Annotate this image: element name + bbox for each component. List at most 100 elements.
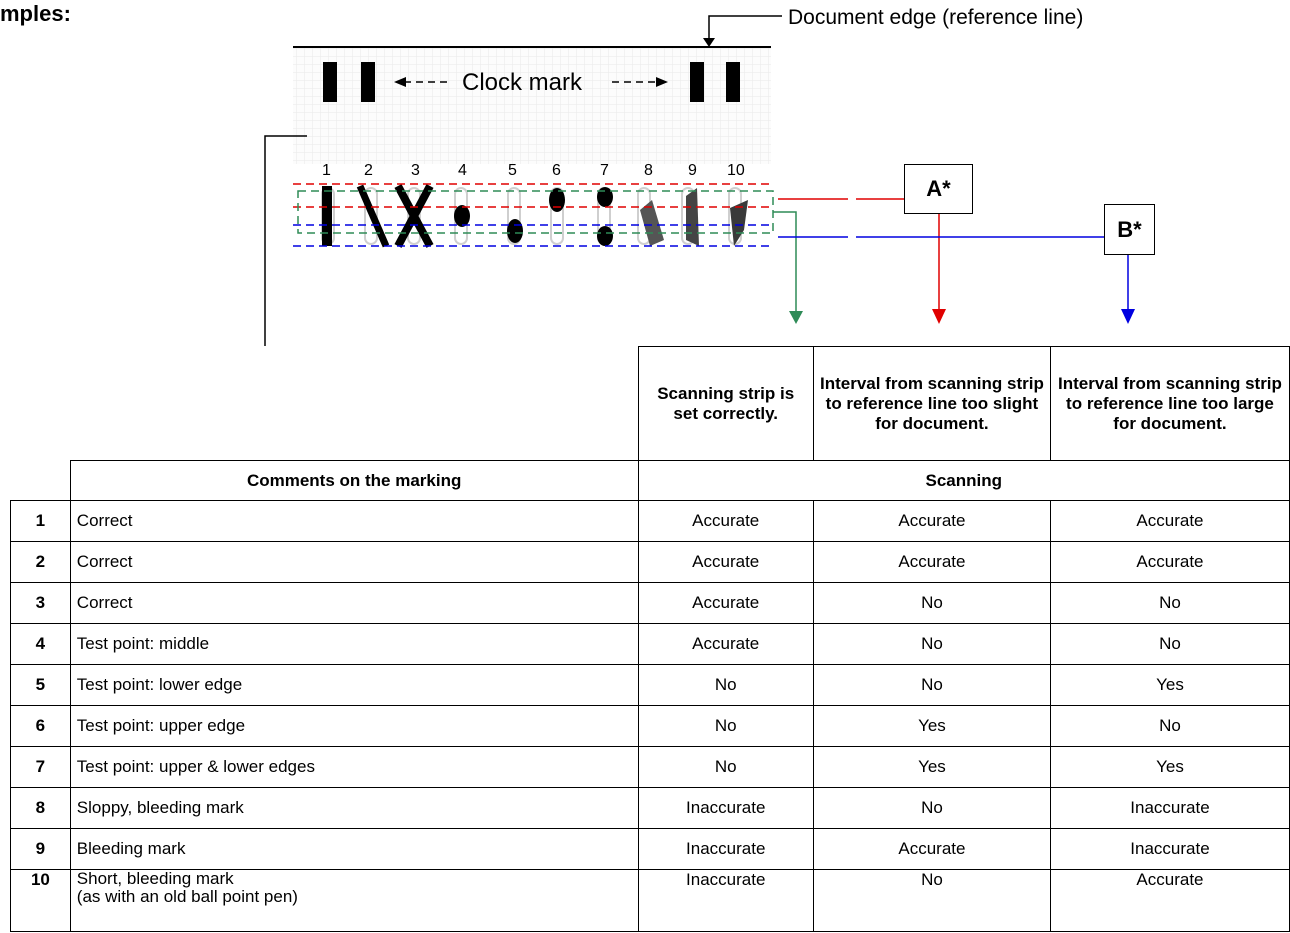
row-value-slight: No [812,582,1051,624]
table-row: 5 Test point: lower edge No No Yes [10,664,1290,706]
clock-mark-right [690,62,740,102]
row-value-correct: Accurate [637,623,814,665]
row-number: 7 [10,746,71,788]
row-value-correct: Inaccurate [637,828,814,870]
table-row: 2 Correct Accurate Accurate Accurate [10,541,1290,583]
table-row: 1 Correct Accurate Accurate Accurate [10,500,1290,542]
row-number: 10 [10,869,71,932]
header-scanning: Scanning [637,460,1290,501]
row-number: 4 [10,623,71,665]
row-number: 6 [10,705,71,747]
field-number-1: 1 [322,162,331,179]
row-value-correct: No [637,664,814,706]
document-edge-pointer [708,15,782,40]
green-connector [773,211,797,312]
header-interval-too-large: Interval from scanning strip to referenc… [1049,346,1290,461]
arrow-left-icon [394,77,406,87]
table-row: 4 Test point: middle Accurate No No [10,623,1290,665]
table-row: 3 Correct Accurate No No [10,582,1290,624]
left-pointer-line [264,135,307,346]
mark-5 [507,219,523,243]
row-number: 5 [10,664,71,706]
clock-mark-left [323,62,375,102]
row-comment: Bleeding mark [69,828,639,870]
table-row: 9 Bleeding mark Inaccurate Accurate Inac… [10,828,1290,870]
arrow-down-icon [1121,309,1135,324]
row-number: 8 [10,787,71,829]
row-number: 2 [10,541,71,583]
row-number: 3 [10,582,71,624]
marking-table: Scanning strip is set correctly. Interva… [10,346,1290,932]
table-row: 10 Short, bleeding mark(as with an old b… [10,869,1290,932]
row-value-slight: Yes [812,746,1051,788]
header-comments: Comments on the marking [69,460,639,501]
field-number-6: 6 [552,162,561,179]
row-comment: Sloppy, bleeding mark [69,787,639,829]
row-value-correct: Accurate [637,582,814,624]
row-value-large: Yes [1049,746,1290,788]
mark-3 [394,184,434,248]
field-number-5: 5 [508,162,517,179]
row-comment: Correct [69,541,639,583]
arrow-down-icon [932,309,946,324]
mark-2 [356,184,390,248]
row-number: 9 [10,828,71,870]
row-value-correct: Inaccurate [637,869,814,932]
row-value-large: Accurate [1049,541,1290,583]
box-a: A* [904,164,973,214]
row-comment: Test point: upper & lower edges [69,746,639,788]
row-value-large: Inaccurate [1049,787,1290,829]
mark-4 [454,205,470,227]
row-value-correct: No [637,705,814,747]
row-value-correct: Inaccurate [637,787,814,829]
row-value-slight: Accurate [812,828,1051,870]
row-value-large: No [1049,623,1290,665]
row-value-slight: No [812,787,1051,829]
row-comment: Correct [69,500,639,542]
field-number-8: 8 [644,162,653,179]
mark-8 [640,200,664,246]
row-value-large: No [1049,705,1290,747]
field-number-2: 2 [364,162,373,179]
row-comment: Test point: lower edge [69,664,639,706]
row-value-large: Inaccurate [1049,828,1290,870]
header-interval-too-slight: Interval from scanning strip to referenc… [812,346,1051,461]
document-edge-label: Document edge (reference line) [788,6,1084,29]
mark-9 [686,188,699,246]
marking-diagram [264,15,1135,346]
mark-10 [730,200,748,246]
row-value-slight: Yes [812,705,1051,747]
row-number: 1 [10,500,71,542]
field-number-3: 3 [411,162,420,179]
field-number-9: 9 [688,162,697,179]
row-value-slight: No [812,664,1051,706]
arrow-right-icon [656,77,668,87]
row-value-large: No [1049,582,1290,624]
arrow-down-icon [703,38,715,47]
row-value-correct: Accurate [637,500,814,542]
row-comment-line1: Short, bleeding mark [76,869,234,888]
row-value-correct: No [637,746,814,788]
row-value-large: Yes [1049,664,1290,706]
row-value-large: Accurate [1049,869,1290,932]
row-value-correct: Accurate [637,541,814,583]
row-value-slight: Accurate [812,500,1051,542]
row-comment: Short, bleeding mark(as with an old ball… [69,869,639,932]
mark-1 [322,186,332,246]
row-comment: Test point: middle [69,623,639,665]
table-row: 6 Test point: upper edge No Yes No [10,705,1290,747]
row-comment: Correct [69,582,639,624]
row-value-slight: No [812,623,1051,665]
table-row: 8 Sloppy, bleeding mark Inaccurate No In… [10,787,1290,829]
field-number-7: 7 [600,162,609,179]
header-strip-correct: Scanning strip is set correctly. [637,346,814,461]
page-heading: mples: [0,1,71,26]
box-b: B* [1104,204,1155,255]
row-value-large: Accurate [1049,500,1290,542]
mark-6 [549,188,565,212]
row-comment-line2: (as with an old ball point pen) [76,887,298,906]
row-comment: Test point: upper edge [69,705,639,747]
field-number-10: 10 [727,162,745,179]
table-row: 7 Test point: upper & lower edges No Yes… [10,746,1290,788]
field-number-4: 4 [458,162,467,179]
